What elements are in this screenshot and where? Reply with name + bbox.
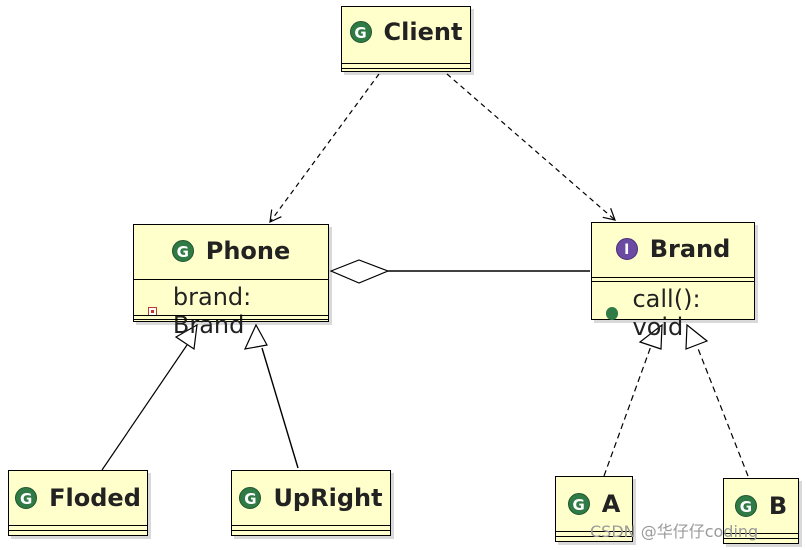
realization-b-brand xyxy=(696,345,749,477)
class-floded[interactable]: G Floded xyxy=(8,470,148,536)
operation-row[interactable]: call(): void xyxy=(606,285,754,341)
generalization-floded-phone xyxy=(101,344,188,471)
class-phone[interactable]: G Phone brand: Brand xyxy=(133,224,329,339)
generalization-upright-phone xyxy=(261,347,299,469)
operation-text: call(): void xyxy=(632,285,701,341)
generalization-triangle-floded xyxy=(174,323,198,351)
class-name: A xyxy=(601,490,621,518)
separator xyxy=(134,319,328,320)
realization-a-brand xyxy=(603,345,652,477)
interface-brand[interactable]: I Brand call(): void xyxy=(591,222,755,341)
realization-triangle-a xyxy=(638,323,663,350)
separator xyxy=(724,533,798,534)
separator xyxy=(232,530,390,531)
class-icon: G xyxy=(239,487,262,509)
class-name: Client xyxy=(383,18,463,46)
class-name: Floded xyxy=(49,484,141,512)
class-name: Brand xyxy=(649,235,731,263)
separator xyxy=(556,536,632,537)
class-name: Phone xyxy=(205,237,291,265)
class-name: B xyxy=(768,492,788,520)
class-a[interactable]: G A xyxy=(555,476,633,542)
aggregation-diamond xyxy=(329,259,390,284)
separator xyxy=(9,525,147,526)
generalization-triangle-upright xyxy=(243,323,268,350)
class-upright[interactable]: G UpRight xyxy=(231,470,391,536)
class-b[interactable]: G B xyxy=(723,478,799,544)
separator xyxy=(134,279,328,280)
separator xyxy=(592,281,754,282)
separator xyxy=(592,277,754,278)
class-icon: G xyxy=(567,493,590,515)
attribute-row[interactable]: brand: Brand xyxy=(148,283,328,339)
separator xyxy=(342,68,470,69)
class-icon: G xyxy=(734,495,757,517)
separator xyxy=(556,531,632,532)
class-name: UpRight xyxy=(273,484,383,512)
dependency-client-brand xyxy=(446,73,616,221)
separator xyxy=(724,538,798,539)
class-icon: G xyxy=(15,487,38,509)
separator xyxy=(342,63,470,64)
class-icon: G xyxy=(171,240,194,262)
class-client[interactable]: G Client xyxy=(341,6,471,72)
realization-triangle-b xyxy=(685,323,709,350)
class-icon: G xyxy=(349,21,372,43)
attribute-text: brand: Brand xyxy=(172,283,252,339)
separator xyxy=(134,315,328,316)
watermark-text: CSDN @华仔仔coding xyxy=(590,522,759,541)
dependency-client-phone xyxy=(269,73,380,224)
public-method-icon xyxy=(606,306,619,320)
interface-icon: I xyxy=(615,238,638,260)
separator xyxy=(9,530,147,531)
separator xyxy=(232,525,390,526)
